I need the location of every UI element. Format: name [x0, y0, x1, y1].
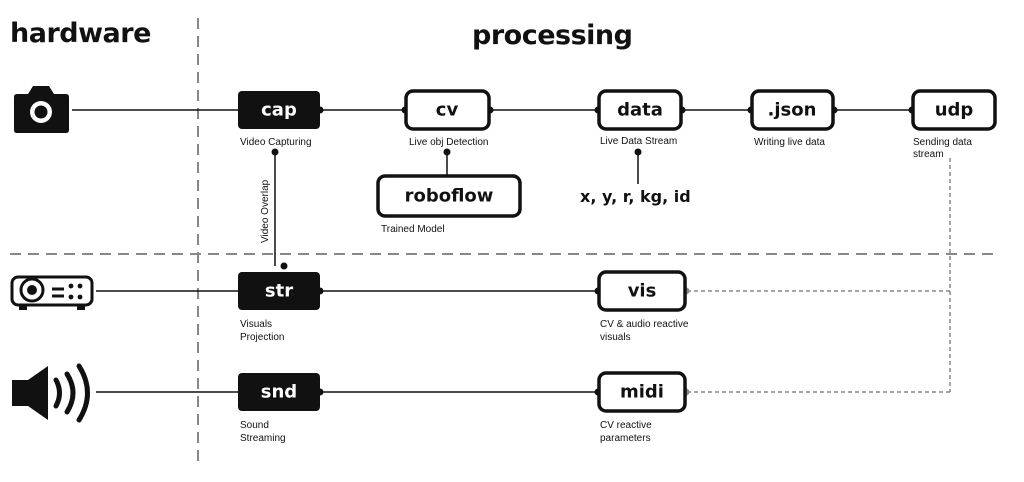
- connector-dot: [443, 148, 451, 156]
- node-str: str: [238, 272, 320, 310]
- node-vis: vis: [597, 270, 687, 312]
- node-udp-label: udp: [935, 100, 974, 121]
- node-roboflow: roboflow: [376, 174, 522, 218]
- caption-vis-2: visuals: [600, 332, 631, 343]
- node-data: data: [597, 89, 683, 131]
- caption-udp-1: Sending data: [913, 137, 972, 148]
- node-cap: cap: [238, 91, 320, 129]
- video-overlap-label: Video Overlap: [260, 179, 271, 243]
- caption-midi-1: CV reactive: [600, 420, 652, 431]
- node-snd: snd: [238, 373, 320, 411]
- node-cv: cv: [404, 89, 491, 131]
- caption-json: Writing live data: [754, 137, 825, 148]
- node-vis-label: vis: [628, 281, 657, 302]
- connector-dot: [271, 148, 279, 156]
- speaker-icon: [12, 363, 90, 423]
- caption-data: Live Data Stream: [600, 136, 677, 147]
- caption-str-2: Projection: [240, 332, 284, 343]
- connector-udp-vis-midi: [686, 158, 951, 393]
- node-str-label: str: [265, 281, 293, 302]
- node-json: .json: [750, 89, 835, 131]
- connector-dot: [280, 262, 288, 270]
- heading-processing: processing: [472, 20, 632, 51]
- connector-dot: [634, 148, 642, 156]
- caption-cap: Video Capturing: [240, 137, 312, 148]
- caption-cv: Live obj Detection: [409, 137, 489, 148]
- caption-snd-1: Sound: [240, 420, 269, 431]
- node-cv-label: cv: [436, 100, 459, 121]
- caption-udp-2: stream: [913, 149, 944, 160]
- camera-icon: [14, 86, 69, 133]
- node-snd-label: snd: [261, 382, 297, 403]
- caption-midi-2: parameters: [600, 433, 651, 444]
- caption-vis-1: CV & audio reactive: [600, 319, 689, 330]
- projector-icon: [10, 275, 94, 310]
- node-roboflow-label: roboflow: [405, 186, 494, 207]
- data-fields: x, y, r, kg, id: [580, 187, 691, 206]
- caption-str-1: Visuals: [240, 319, 272, 330]
- node-data-label: data: [617, 100, 663, 121]
- node-midi: midi: [597, 371, 687, 413]
- node-cap-label: cap: [261, 100, 297, 121]
- node-udp: udp: [911, 89, 997, 131]
- node-json-label: .json: [768, 100, 817, 121]
- caption-roboflow: Trained Model: [381, 224, 445, 235]
- heading-hardware: hardware: [10, 18, 151, 49]
- node-midi-label: midi: [620, 382, 664, 403]
- caption-snd-2: Streaming: [240, 433, 286, 444]
